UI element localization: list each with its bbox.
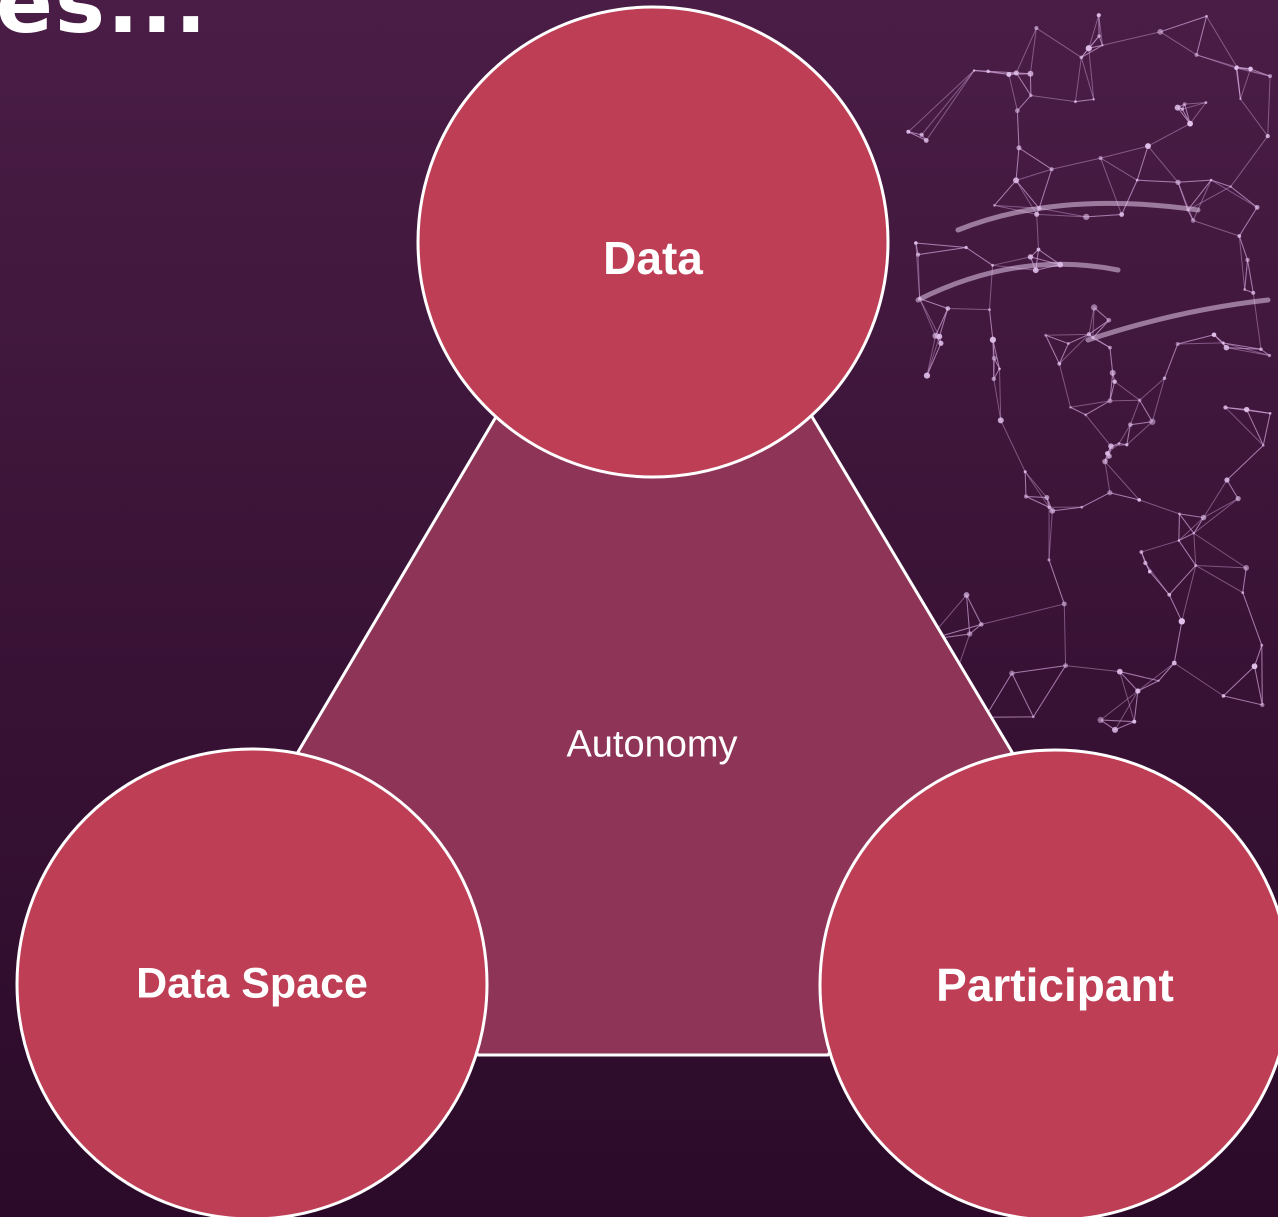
participant-node-label: Participant <box>936 959 1174 1011</box>
data-space-node <box>15 747 489 1217</box>
data-space-node-label: Data Space <box>136 959 368 1008</box>
data-node <box>416 5 890 479</box>
participant-node <box>818 748 1278 1217</box>
autonomy-center-label: Autonomy <box>566 723 738 766</box>
network-mesh-head-image <box>906 13 1273 733</box>
slide-title-fragment: es... <box>0 0 209 52</box>
data-node-label: Data <box>603 232 703 284</box>
